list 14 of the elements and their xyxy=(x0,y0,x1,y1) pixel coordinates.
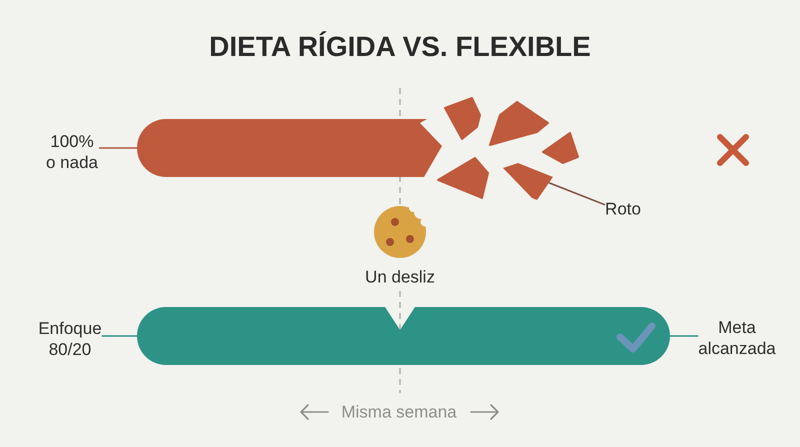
approach-label: Enfoque 80/20 xyxy=(38,318,102,360)
outcome-label: Meta alcanzada xyxy=(698,317,776,359)
callout-label: Roto xyxy=(605,198,641,220)
approach-label: 100% o nada xyxy=(45,131,99,173)
bar-fragment xyxy=(503,163,554,201)
broken-bar xyxy=(137,119,442,177)
connector-line xyxy=(670,335,698,337)
timeframe-label: Misma semana xyxy=(341,402,457,422)
title: DIETA RÍGIDA VS. FLEXIBLE xyxy=(209,30,591,64)
notched-bar xyxy=(137,307,670,365)
icon-caption: Un desliz xyxy=(365,266,435,288)
leader-line xyxy=(548,182,606,206)
connector-line xyxy=(102,335,137,337)
connector-line xyxy=(99,147,137,149)
